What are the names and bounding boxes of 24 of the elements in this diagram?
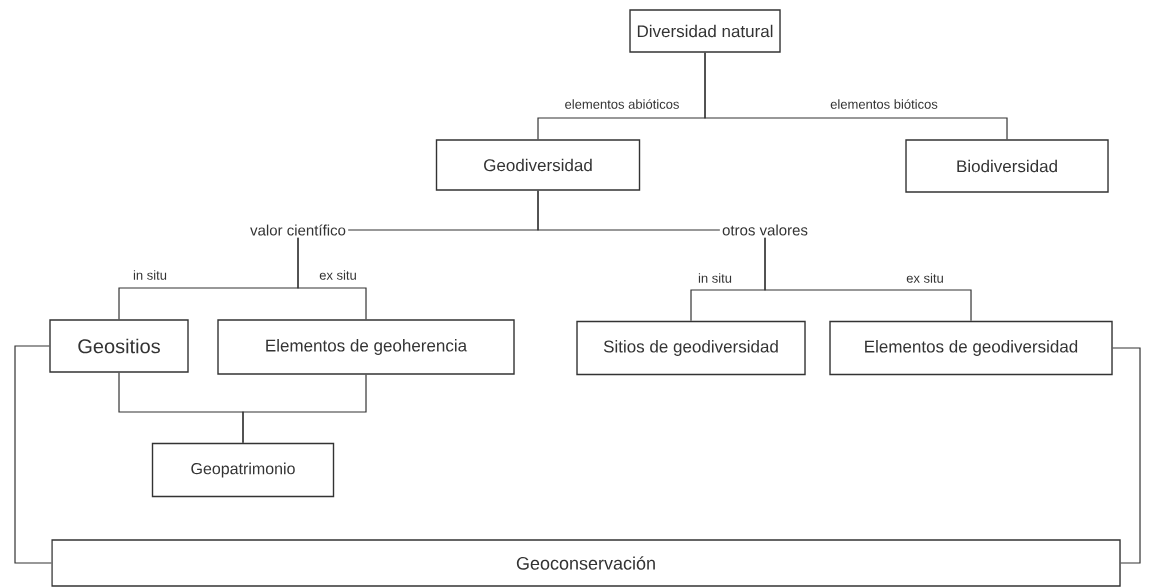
concept-box: Geoconservación [51, 539, 1121, 587]
edge-label: in situ [131, 268, 169, 282]
connector-line [764, 237, 972, 322]
connector-line [537, 190, 721, 231]
branch-label: valor científico [248, 222, 348, 238]
connector-line [14, 345, 52, 564]
concept-box: Elementos de geodiversidad [829, 320, 1113, 376]
connector-line [297, 237, 367, 320]
connector-line [1112, 347, 1141, 564]
concept-box: Diversidad natural [629, 9, 781, 53]
concept-box: Geopatrimonio [151, 442, 335, 498]
concept-box: Biodiversidad [905, 139, 1109, 193]
concept-box: Elementos de geoherencia [217, 319, 515, 375]
edge-label: ex situ [317, 268, 359, 282]
concept-box: Sitios de geodiversidad [576, 320, 806, 376]
branch-label: otros valores [720, 222, 810, 238]
edge-label: elementos bióticos [828, 97, 940, 111]
edge-label: ex situ [904, 271, 946, 285]
connector-line [242, 374, 367, 444]
concept-box: Geodiversidad [435, 139, 641, 191]
concept-box: Geositios [49, 319, 189, 373]
edge-label: in situ [696, 271, 734, 285]
edge-label: elementos abióticos [563, 97, 681, 111]
connector-line [704, 52, 1008, 140]
